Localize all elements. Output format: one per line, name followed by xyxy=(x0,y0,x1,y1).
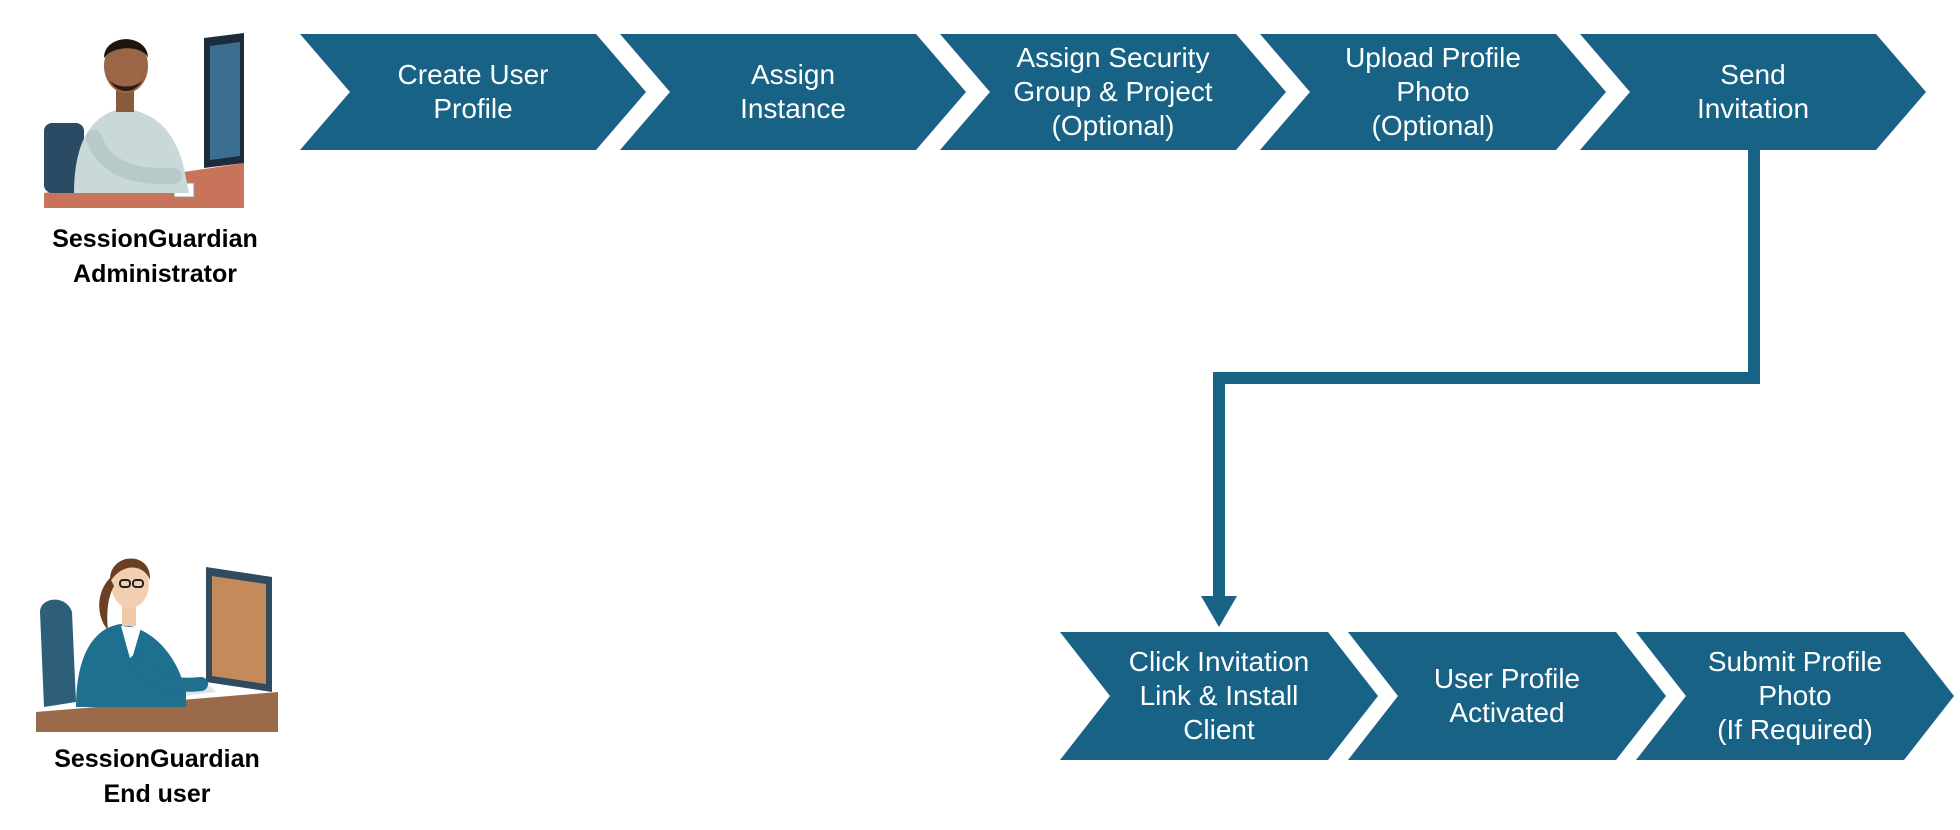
step-label: Create User Profile xyxy=(397,59,549,124)
step-label: Upload Profile Photo (Optional) xyxy=(1345,42,1521,141)
administrator-avatar xyxy=(44,18,244,208)
step-upload-profile-photo: Upload Profile Photo (Optional) xyxy=(1260,34,1606,150)
administrator-actor: SessionGuardian Administrator xyxy=(30,222,280,292)
step-label: Submit Profile Photo (If Required) xyxy=(1707,646,1883,745)
step-label: Click Invitation Link & Install Client xyxy=(1128,646,1310,745)
step-assign-security-group: Assign Security Group & Project (Optiona… xyxy=(940,34,1286,150)
end-user-illustration-icon xyxy=(36,542,278,732)
step-label: Assign Security Group & Project (Optiona… xyxy=(1013,42,1213,141)
step-assign-instance: Assign Instance xyxy=(620,34,966,150)
step-click-invitation-link: Click Invitation Link & Install Client xyxy=(1060,632,1378,760)
administrator-illustration-icon xyxy=(44,18,244,208)
end-user-avatar xyxy=(36,542,278,732)
step-send-invitation: Send Invitation xyxy=(1580,34,1926,150)
arrowhead-icon xyxy=(1201,596,1237,627)
step-label: Send Invitation xyxy=(1696,59,1810,124)
step-create-user-profile: Create User Profile xyxy=(300,34,646,150)
step-user-profile-activated: User Profile Activated xyxy=(1348,632,1666,760)
end-user-label: SessionGuardian End user xyxy=(54,745,260,808)
step-label: Assign Instance xyxy=(740,59,846,124)
step-submit-profile-photo: Submit Profile Photo (If Required) xyxy=(1636,632,1954,760)
step-label: User Profile Activated xyxy=(1433,663,1581,728)
administrator-label: SessionGuardian Administrator xyxy=(52,225,258,288)
end-user-actor: SessionGuardian End user xyxy=(32,742,282,812)
